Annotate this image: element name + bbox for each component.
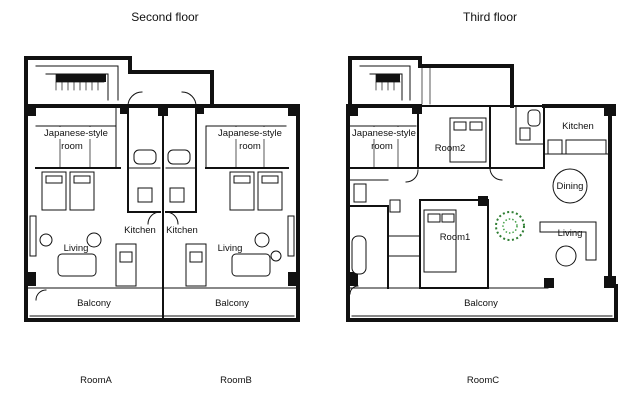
plant-icon: [495, 211, 525, 241]
label-balcony-b: Balcony: [215, 298, 249, 309]
label-room2: Room2: [435, 143, 466, 154]
dining-table: [552, 168, 588, 204]
beds-room-a: [41, 171, 95, 211]
beds-room-b: [229, 171, 283, 211]
label-japanese-room-a-1: Japanese-style: [44, 128, 108, 139]
second-floor-title: Second floor: [131, 10, 198, 24]
label-kitchen-b: Kitchen: [166, 225, 198, 236]
caption-room-a: RoomA: [80, 375, 112, 386]
label-living-a: Living: [64, 243, 89, 254]
label-dining: Dining: [557, 181, 584, 192]
label-japanese-room-c-2: room: [371, 141, 393, 152]
label-living-b: Living: [218, 243, 243, 254]
outer-wall-second: [24, 104, 300, 322]
caption-room-b: RoomB: [220, 375, 252, 386]
stairwell-third: [348, 56, 514, 108]
caption-room-c: RoomC: [467, 375, 499, 386]
label-kitchen-a: Kitchen: [124, 225, 156, 236]
bath-fixtures-second: [133, 149, 191, 203]
label-japanese-room-b-2: room: [239, 141, 261, 152]
label-japanese-room-a-2: room: [61, 141, 83, 152]
living-furniture-c: [539, 221, 597, 267]
label-japanese-room-b-1: Japanese-style: [218, 128, 282, 139]
label-balcony-a: Balcony: [77, 298, 111, 309]
kitchen-counters-second: [115, 243, 207, 287]
third-floor-plan: Japanese-style room Room2 Kitchen Dining…: [346, 56, 618, 322]
third-floor-title: Third floor: [463, 10, 517, 24]
second-floor-plan: Japanese-style room Kitchen Living Balco…: [24, 56, 300, 322]
label-room1: Room1: [440, 232, 471, 243]
living-furniture-a: [29, 215, 102, 277]
stairwell-second: [24, 56, 214, 108]
label-balcony-c: Balcony: [464, 298, 498, 309]
label-japanese-room-c-1: Japanese-style: [352, 128, 416, 139]
label-living-c: Living: [558, 228, 583, 239]
living-furniture-b: [231, 215, 295, 277]
label-kitchen-c: Kitchen: [562, 121, 594, 132]
